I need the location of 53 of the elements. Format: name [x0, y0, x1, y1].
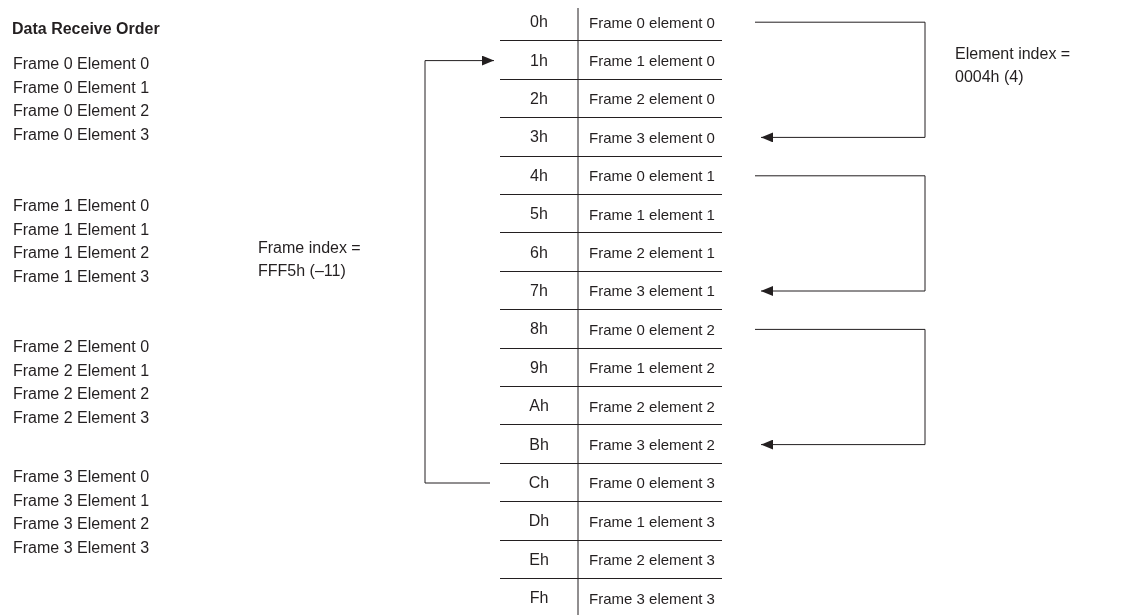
- element-text: Frame 3 element 3: [588, 589, 716, 607]
- receive-order-item: Frame 2 Element 0: [13, 337, 150, 357]
- bracket-arrow: [754, 328, 926, 450]
- address-text: Bh: [528, 435, 550, 454]
- element-text: Frame 3 element 2: [588, 436, 716, 454]
- bracket-arrow: [424, 55, 495, 484]
- receive-order-item: Frame 3 Element 2: [13, 514, 150, 534]
- bracket-arrow: [754, 175, 926, 296]
- address-text: 1h: [529, 51, 549, 70]
- receive-order-item: Frame 2 Element 1: [13, 360, 150, 381]
- element-text: Frame 3 element 0: [588, 128, 716, 146]
- receive-order-item: Frame 1 Element 1: [13, 219, 150, 240]
- address-text: Eh: [528, 550, 550, 569]
- element-text: Frame 0 element 0: [588, 13, 716, 31]
- address-text: 2h: [529, 90, 549, 108]
- element-text: Frame 1 element 2: [588, 359, 716, 377]
- receive-order-item: Frame 0 Element 1: [13, 77, 150, 98]
- element-text: Frame 1 element 1: [588, 205, 716, 223]
- element-text: Frame 1 element 3: [588, 512, 716, 530]
- receive-order-item: Frame 0 Element 0: [13, 54, 150, 74]
- element-text: Frame 2 element 2: [588, 397, 716, 415]
- receive-order-item: Frame 1 Element 2: [13, 243, 150, 263]
- address-text: 8h: [529, 320, 549, 339]
- address-text: Fh: [528, 589, 550, 608]
- receive-order-item: Frame 1 Element 3: [13, 266, 150, 287]
- receive-order-item: Frame 2 Element 2: [13, 384, 150, 404]
- receive-order-item: Frame 3 Element 1: [13, 490, 150, 511]
- element-text: Frame 0 element 2: [588, 320, 716, 338]
- address-text: 3h: [529, 128, 549, 147]
- element-text: Frame 2 element 1: [588, 244, 716, 262]
- diagram-title: Data Receive Order: [12, 20, 160, 38]
- receive-order-item: Frame 1 Element 0: [13, 196, 150, 216]
- receive-order-item: Frame 0 Element 2: [13, 101, 150, 121]
- receive-order-item: Frame 3 Element 0: [13, 467, 150, 487]
- receive-order-item: Frame 0 Element 3: [13, 124, 150, 145]
- address-text: 5h: [529, 205, 549, 224]
- address-text: 0h: [529, 13, 549, 32]
- bracket-arrow: [754, 21, 926, 143]
- element-text: Frame 0 element 1: [588, 167, 716, 185]
- receive-order-item: Frame 2 Element 3: [13, 407, 150, 428]
- element-text: Frame 2 element 0: [588, 90, 716, 108]
- address-text: Ch: [527, 474, 551, 492]
- address-text: 6h: [529, 243, 549, 262]
- element-text: Frame 2 element 3: [588, 551, 716, 569]
- address-text: Ah: [528, 397, 550, 416]
- address-text: 4h: [529, 166, 549, 185]
- address-text: Dh: [527, 512, 551, 531]
- address-text: 9h: [529, 358, 549, 377]
- receive-order-item: Frame 3 Element 3: [13, 537, 150, 558]
- address-text: 7h: [529, 282, 549, 300]
- element-text: Frame 3 element 1: [588, 282, 716, 300]
- element-text: Frame 0 element 3: [588, 474, 716, 492]
- element-text: Frame 1 element 0: [588, 52, 716, 70]
